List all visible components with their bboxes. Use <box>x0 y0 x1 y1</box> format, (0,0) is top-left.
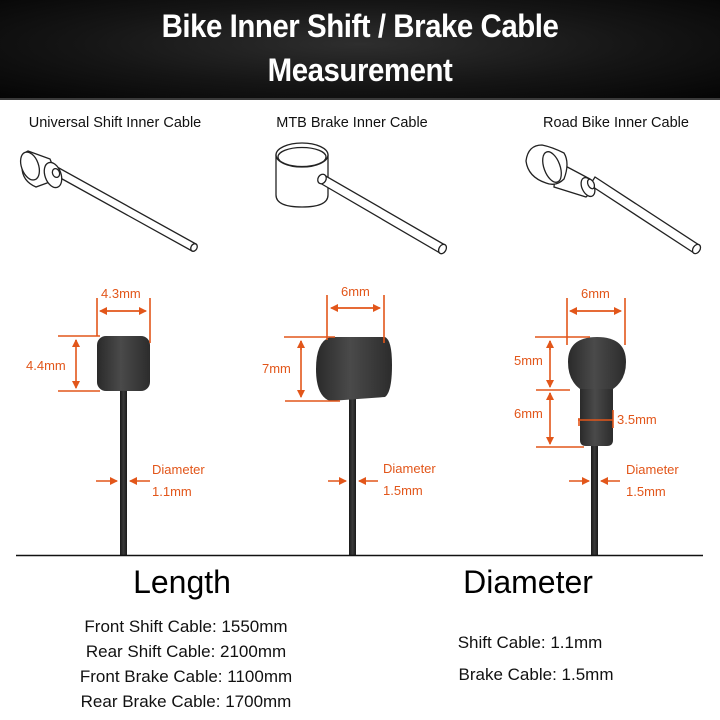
road-bike-cable-label: Road Bike Inner Cable <box>543 115 689 131</box>
length-item: Front Shift Cable: 1550mm <box>84 617 288 636</box>
cable2-diameter-label: Diameter <box>383 461 436 476</box>
cylinder-head-cable-drawing-icon <box>19 150 198 252</box>
cable1-diameter-label: Diameter <box>152 462 205 477</box>
cable3-diameter-value: 1.5mm <box>626 484 666 499</box>
length-item: Rear Brake Cable: 1700mm <box>80 692 292 711</box>
length-item: Rear Shift Cable: 2100mm <box>85 642 287 661</box>
barrel-head-cable-drawing-icon <box>275 142 448 255</box>
diameter-heading: Diameter <box>463 564 593 600</box>
title-banner: Bike Inner Shift / Brake Cable Measureme… <box>0 0 720 100</box>
diameter-item: Shift Cable: 1.1mm <box>457 633 603 652</box>
length-item: Front Brake Cable: 1100mm <box>79 667 293 686</box>
cable2-head-height: 7mm <box>262 361 291 376</box>
title-line-1: Bike Inner Shift / Brake Cable <box>161 8 559 44</box>
length-heading: Length <box>133 564 231 600</box>
cable2-head-width: 6mm <box>341 284 370 299</box>
universal-shift-cable-label: Universal Shift Inner Cable <box>28 115 202 131</box>
cable1-diameter-value: 1.1mm <box>152 484 192 499</box>
cable1-head-height: 4.4mm <box>26 358 66 373</box>
cable3-head-width: 6mm <box>581 286 610 301</box>
universal-shift-cable-photo <box>97 336 150 555</box>
cable3-neck-height: 6mm <box>514 406 543 421</box>
cable3-diameter-label: Diameter <box>626 462 679 477</box>
cable3-neck-width: 3.5mm <box>617 412 657 427</box>
cable1-head-width: 4.3mm <box>101 286 141 301</box>
cable3-ball-height: 5mm <box>514 353 543 368</box>
road-bike-cable-photo <box>568 337 626 555</box>
mtb-brake-cable-photo <box>316 337 392 555</box>
diameter-item: Brake Cable: 1.5mm <box>458 665 614 684</box>
pear-head-cable-drawing-icon <box>525 144 702 255</box>
mtb-brake-cable-label: MTB Brake Inner Cable <box>276 115 428 131</box>
cable2-diameter-value: 1.5mm <box>383 483 423 498</box>
title-line-2: Measurement <box>267 52 453 88</box>
